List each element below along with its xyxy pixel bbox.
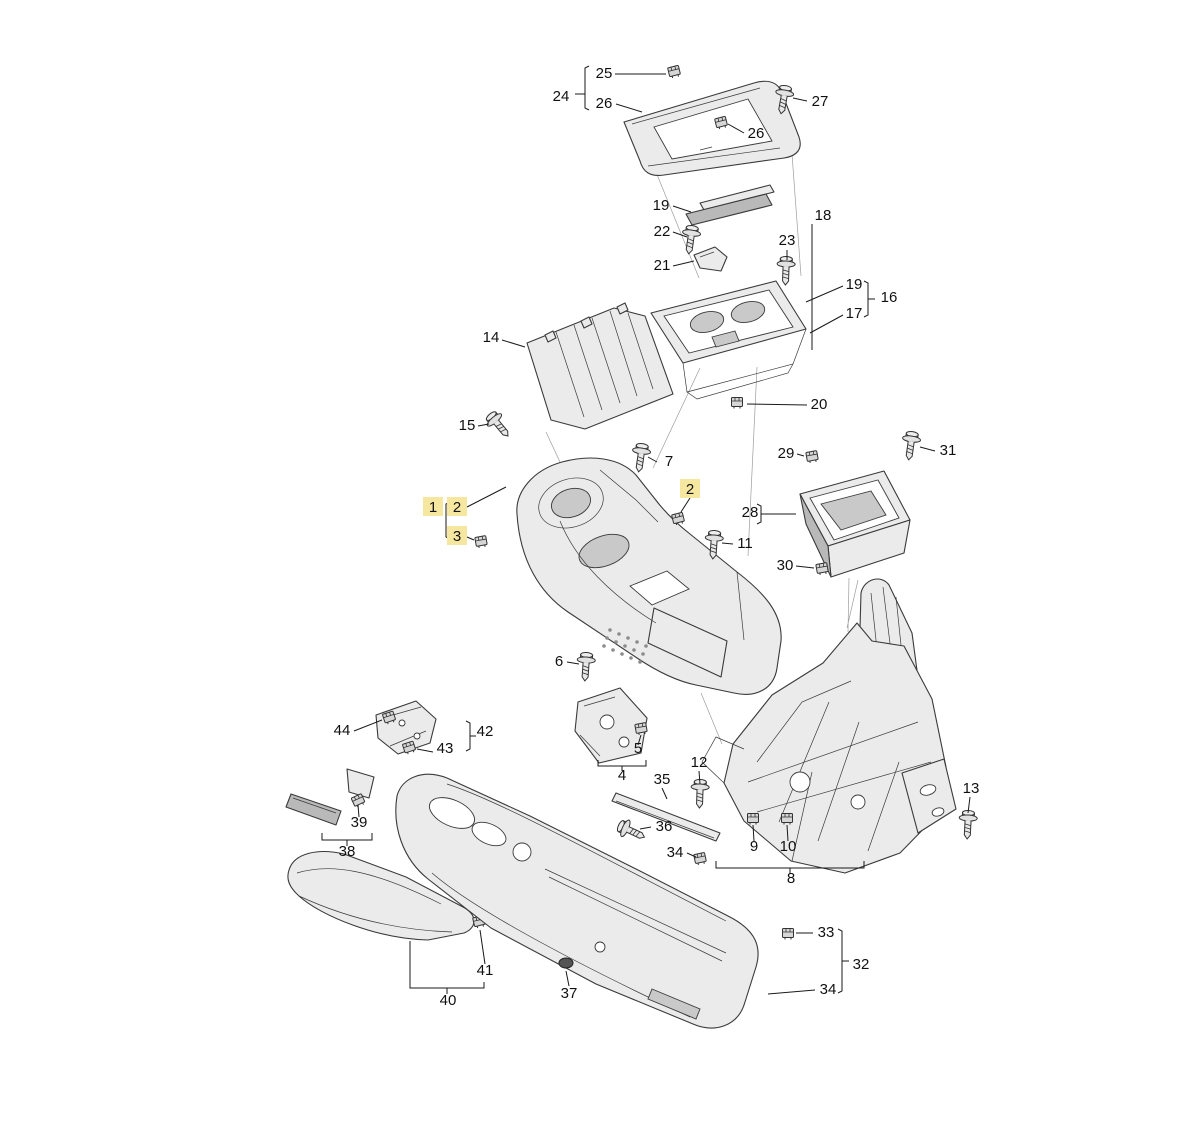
label-33[interactable]: 33 [818, 924, 835, 941]
part-bracket-4 [574, 687, 648, 764]
part-trim-39 [346, 768, 375, 799]
part-clip-30 [815, 562, 830, 576]
label-26a[interactable]: 26 [596, 95, 613, 112]
label-35[interactable]: 35 [654, 771, 671, 788]
label-4[interactable]: 4 [618, 767, 626, 784]
label-22[interactable]: 22 [654, 223, 671, 240]
label-41[interactable]: 41 [477, 962, 494, 979]
part-console-body [516, 457, 782, 695]
part-clip-29 [805, 450, 820, 464]
label-19a[interactable]: 19 [653, 197, 670, 214]
label-10[interactable]: 10 [780, 838, 797, 855]
part-clip-20 [731, 397, 743, 409]
part-clip-10 [781, 813, 793, 825]
part-clip-3 [474, 535, 489, 549]
label-9[interactable]: 9 [750, 838, 758, 855]
label-44[interactable]: 44 [334, 722, 351, 739]
part-bracket-21 [693, 246, 728, 272]
label-23[interactable]: 23 [779, 232, 796, 249]
part-screw-22 [679, 223, 703, 256]
label-42[interactable]: 42 [477, 723, 494, 740]
label-1[interactable]: 1 [429, 499, 437, 516]
label-16[interactable]: 16 [881, 289, 898, 306]
label-21[interactable]: 21 [654, 257, 671, 274]
leader-lines [321, 65, 971, 995]
label-3[interactable]: 3 [453, 528, 461, 545]
label-39[interactable]: 39 [351, 814, 368, 831]
label-37[interactable]: 37 [561, 985, 578, 1002]
label-13[interactable]: 13 [963, 780, 980, 797]
label-6[interactable]: 6 [555, 653, 563, 670]
part-clip-25 [667, 64, 682, 80]
part-screw-7 [629, 441, 653, 474]
part-console-top-trim [623, 80, 801, 176]
part-cupholder-16-17 [650, 280, 807, 400]
label-26b[interactable]: 26 [748, 125, 765, 142]
label-28[interactable]: 28 [742, 504, 759, 521]
part-trim-strip-35 [611, 792, 721, 842]
part-screw-36 [614, 816, 649, 846]
label-31[interactable]: 31 [940, 442, 957, 459]
label-19b[interactable]: 19 [846, 276, 863, 293]
label-24[interactable]: 24 [553, 88, 570, 105]
highlighted-label-backgrounds [423, 479, 700, 545]
label-20[interactable]: 20 [811, 396, 828, 413]
part-screw-15 [482, 407, 516, 443]
part-rear-carrier-8 [701, 578, 957, 874]
part-clip-9 [747, 813, 759, 825]
label-7[interactable]: 7 [665, 453, 673, 470]
part-screw-6 [575, 651, 597, 683]
label-17[interactable]: 17 [846, 305, 863, 322]
label-32[interactable]: 32 [853, 956, 870, 973]
label-3-highlight [447, 526, 467, 545]
label-12[interactable]: 12 [691, 754, 708, 771]
label-5[interactable]: 5 [634, 740, 642, 757]
part-screw-31 [899, 429, 923, 462]
label-14[interactable]: 14 [483, 329, 500, 346]
label-29[interactable]: 29 [778, 445, 795, 462]
part-side-panel-32 [395, 773, 759, 1029]
label-15[interactable]: 15 [459, 417, 476, 434]
part-grommet-37 [558, 957, 574, 969]
label-34a[interactable]: 34 [667, 844, 684, 861]
part-number-labels: 25 24 26 27 26 19 18 22 23 21 19 16 17 1… [334, 65, 980, 1009]
part-clip-34a [693, 851, 708, 867]
label-1-highlight [423, 497, 443, 516]
label-38[interactable]: 38 [339, 843, 356, 860]
label-8[interactable]: 8 [787, 870, 795, 887]
part-screw-13 [957, 809, 979, 840]
label-43[interactable]: 43 [437, 740, 454, 757]
part-mounting-bracket-14 [526, 302, 674, 430]
label-2a[interactable]: 2 [453, 499, 461, 516]
part-screw-23 [775, 255, 796, 286]
part-side-trim-40 [287, 851, 475, 941]
label-34b[interactable]: 34 [820, 981, 837, 998]
label-25[interactable]: 25 [596, 65, 613, 82]
part-trim-strip-38 [285, 793, 342, 826]
part-storage-box-28 [799, 470, 911, 578]
label-30[interactable]: 30 [777, 557, 794, 574]
label-18[interactable]: 18 [815, 207, 832, 224]
label-2a-highlight [447, 497, 467, 516]
part-mat-strips-19 [685, 184, 775, 226]
label-2b[interactable]: 2 [686, 481, 694, 498]
label-36[interactable]: 36 [656, 818, 673, 835]
label-2b-highlight [680, 479, 700, 498]
label-11[interactable]: 11 [737, 535, 753, 552]
label-27[interactable]: 27 [812, 93, 829, 110]
label-40[interactable]: 40 [440, 992, 457, 1009]
part-clip-33 [782, 928, 794, 940]
